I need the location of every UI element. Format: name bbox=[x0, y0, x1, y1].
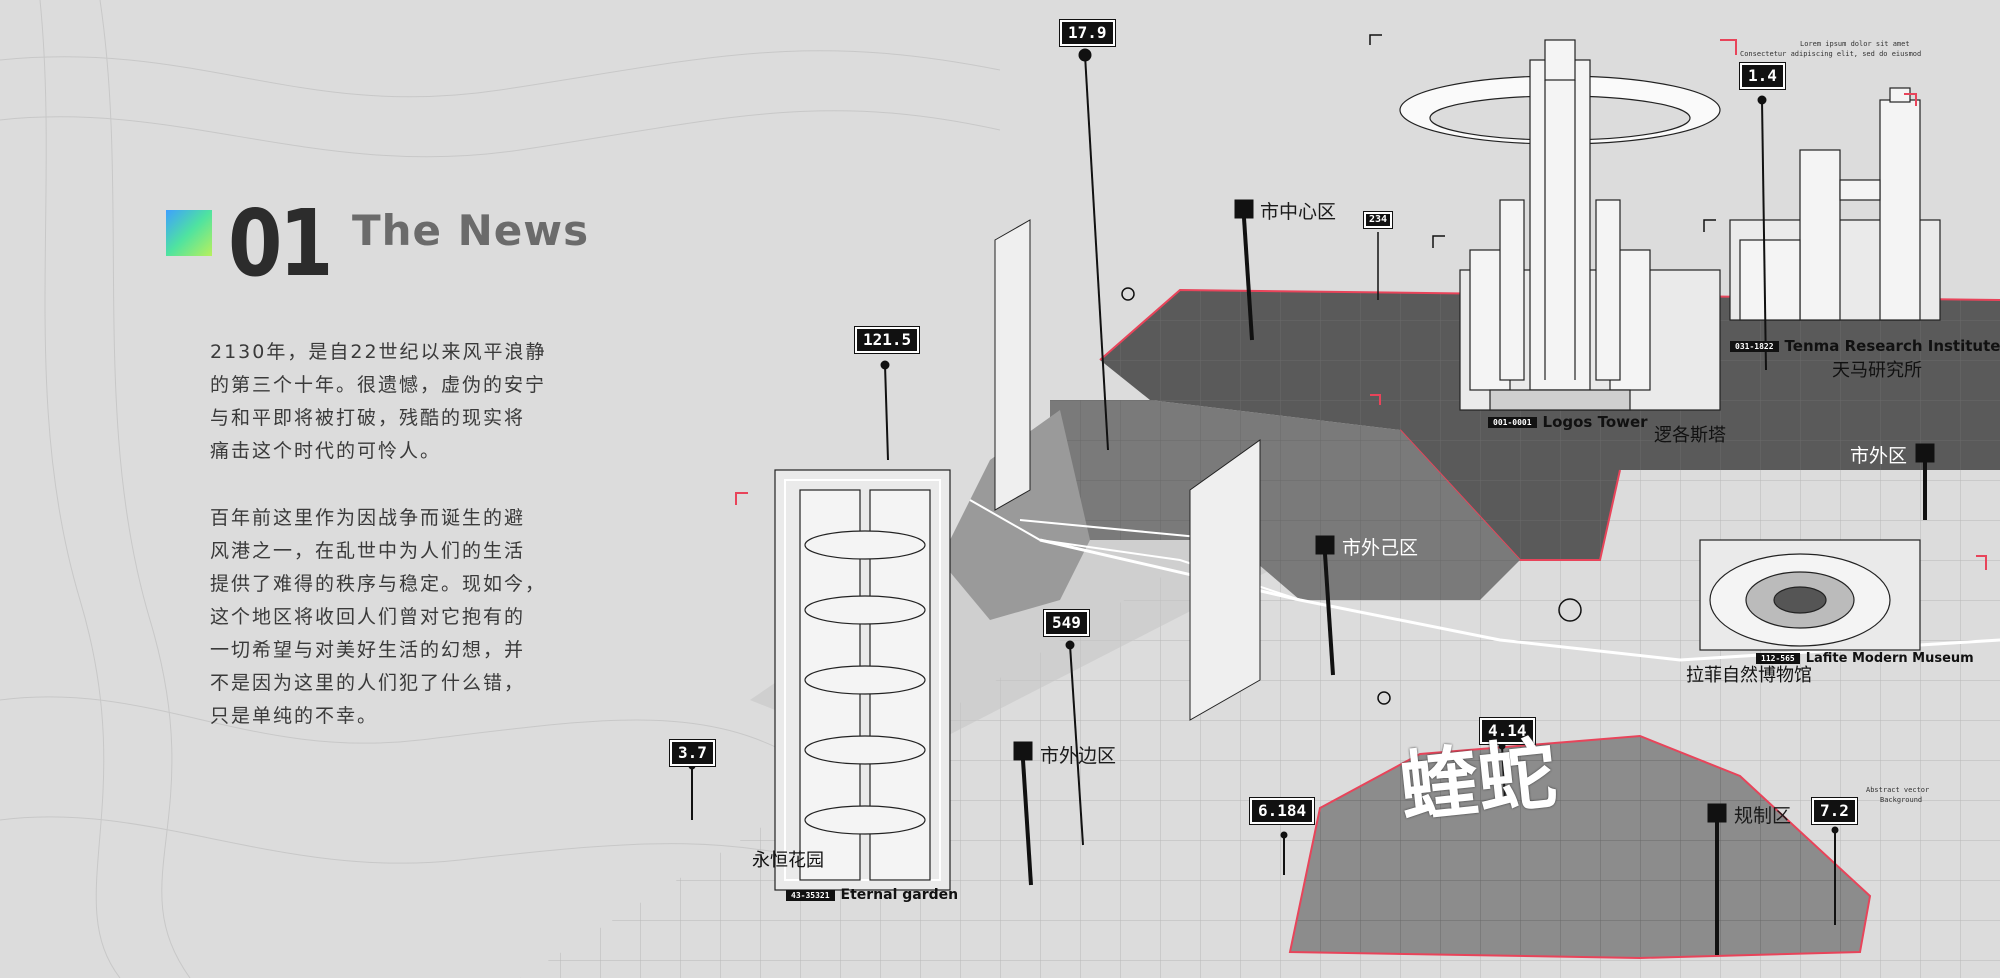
building-code: 43-35321 bbox=[786, 889, 835, 901]
tenma-label: 031-1822 Tenma Research Institute bbox=[1730, 337, 2000, 355]
district-label-restricted: 规制区 bbox=[1734, 805, 1792, 827]
eternal-garden-illustration bbox=[774, 469, 951, 891]
district-label-outer: 市外区 bbox=[1850, 445, 1908, 467]
marker-value-badge: 549 bbox=[1043, 609, 1090, 637]
lafite-cn: 拉菲自然博物馆 bbox=[1686, 665, 1812, 686]
lafite-museum-illustration bbox=[1699, 539, 1921, 651]
intro-paragraph-1: 2130年，是自22世纪以来风平浪静 的第三个十年。很遗憾，虚伪的安宁 与和平即… bbox=[210, 341, 547, 462]
building-name-en: Lafite Modern Museum bbox=[1805, 651, 1974, 666]
section-title: The News bbox=[352, 206, 590, 255]
calligraphy-logo: 蝰蛇 bbox=[1395, 728, 1561, 835]
marker-value-badge: 6.184 bbox=[1248, 797, 1316, 825]
building-code: 112-565 bbox=[1756, 653, 1800, 664]
eternal-garden-label: 43-35321 Eternal garden bbox=[786, 887, 958, 903]
logos-tower-label: 001-0001 Logos Tower bbox=[1488, 413, 1648, 431]
marker-value-badge: 234 bbox=[1362, 211, 1394, 229]
building-code: 031-1822 bbox=[1730, 341, 1779, 352]
marker-value-badge: 4.14 bbox=[1479, 717, 1536, 745]
building-name-en: Eternal garden bbox=[840, 887, 959, 903]
abstract-text: Abstract vector bbox=[1866, 786, 1930, 794]
marker-value-badge: 7.2 bbox=[1811, 797, 1858, 825]
eternal-garden-cn: 永恒花园 bbox=[752, 850, 824, 871]
district-flags bbox=[1013, 199, 1935, 955]
logos-tower-illustration bbox=[1399, 39, 1721, 411]
topo-lines bbox=[0, 0, 1001, 978]
lorem-text: Consectetur adipiscing elit, sed do eius… bbox=[1740, 50, 1922, 58]
building-name-en: Logos Tower bbox=[1542, 413, 1648, 431]
district-label-center: 市中心区 bbox=[1260, 201, 1337, 223]
tenma-cn: 天马研究所 bbox=[1832, 360, 1922, 381]
building-code: 001-0001 bbox=[1488, 417, 1537, 428]
logos-tower-cn: 逻各斯塔 bbox=[1654, 425, 1726, 446]
marker-value-badge: 3.7 bbox=[669, 739, 716, 767]
marker-value-badge: 121.5 bbox=[853, 326, 921, 354]
district-terrace bbox=[940, 410, 1090, 620]
gradient-square-icon bbox=[166, 210, 212, 256]
floating-panels bbox=[994, 219, 1261, 721]
marker-value-badge: 17.9 bbox=[1059, 19, 1116, 47]
abstract-text: Background bbox=[1880, 796, 1923, 804]
building-name-en: Tenma Research Institute bbox=[1784, 337, 2000, 355]
lorem-text: Lorem ipsum dolor sit amet bbox=[1800, 40, 1910, 48]
intro-paragraph-2: 百年前这里作为因战争而诞生的避 风港之一，在乱世中为人们的生活 提供了难得的秩序… bbox=[210, 507, 547, 727]
section-number: 01 bbox=[228, 190, 333, 297]
marker-value-badge: 1.4 bbox=[1739, 62, 1786, 90]
district-label-outer-self: 市外己区 bbox=[1342, 537, 1419, 559]
corner-brackets bbox=[735, 39, 1987, 570]
district-label-outer-edge: 市外边区 bbox=[1040, 745, 1117, 767]
lafite-label: 112-565 Lafite Modern Museum bbox=[1756, 651, 1974, 666]
